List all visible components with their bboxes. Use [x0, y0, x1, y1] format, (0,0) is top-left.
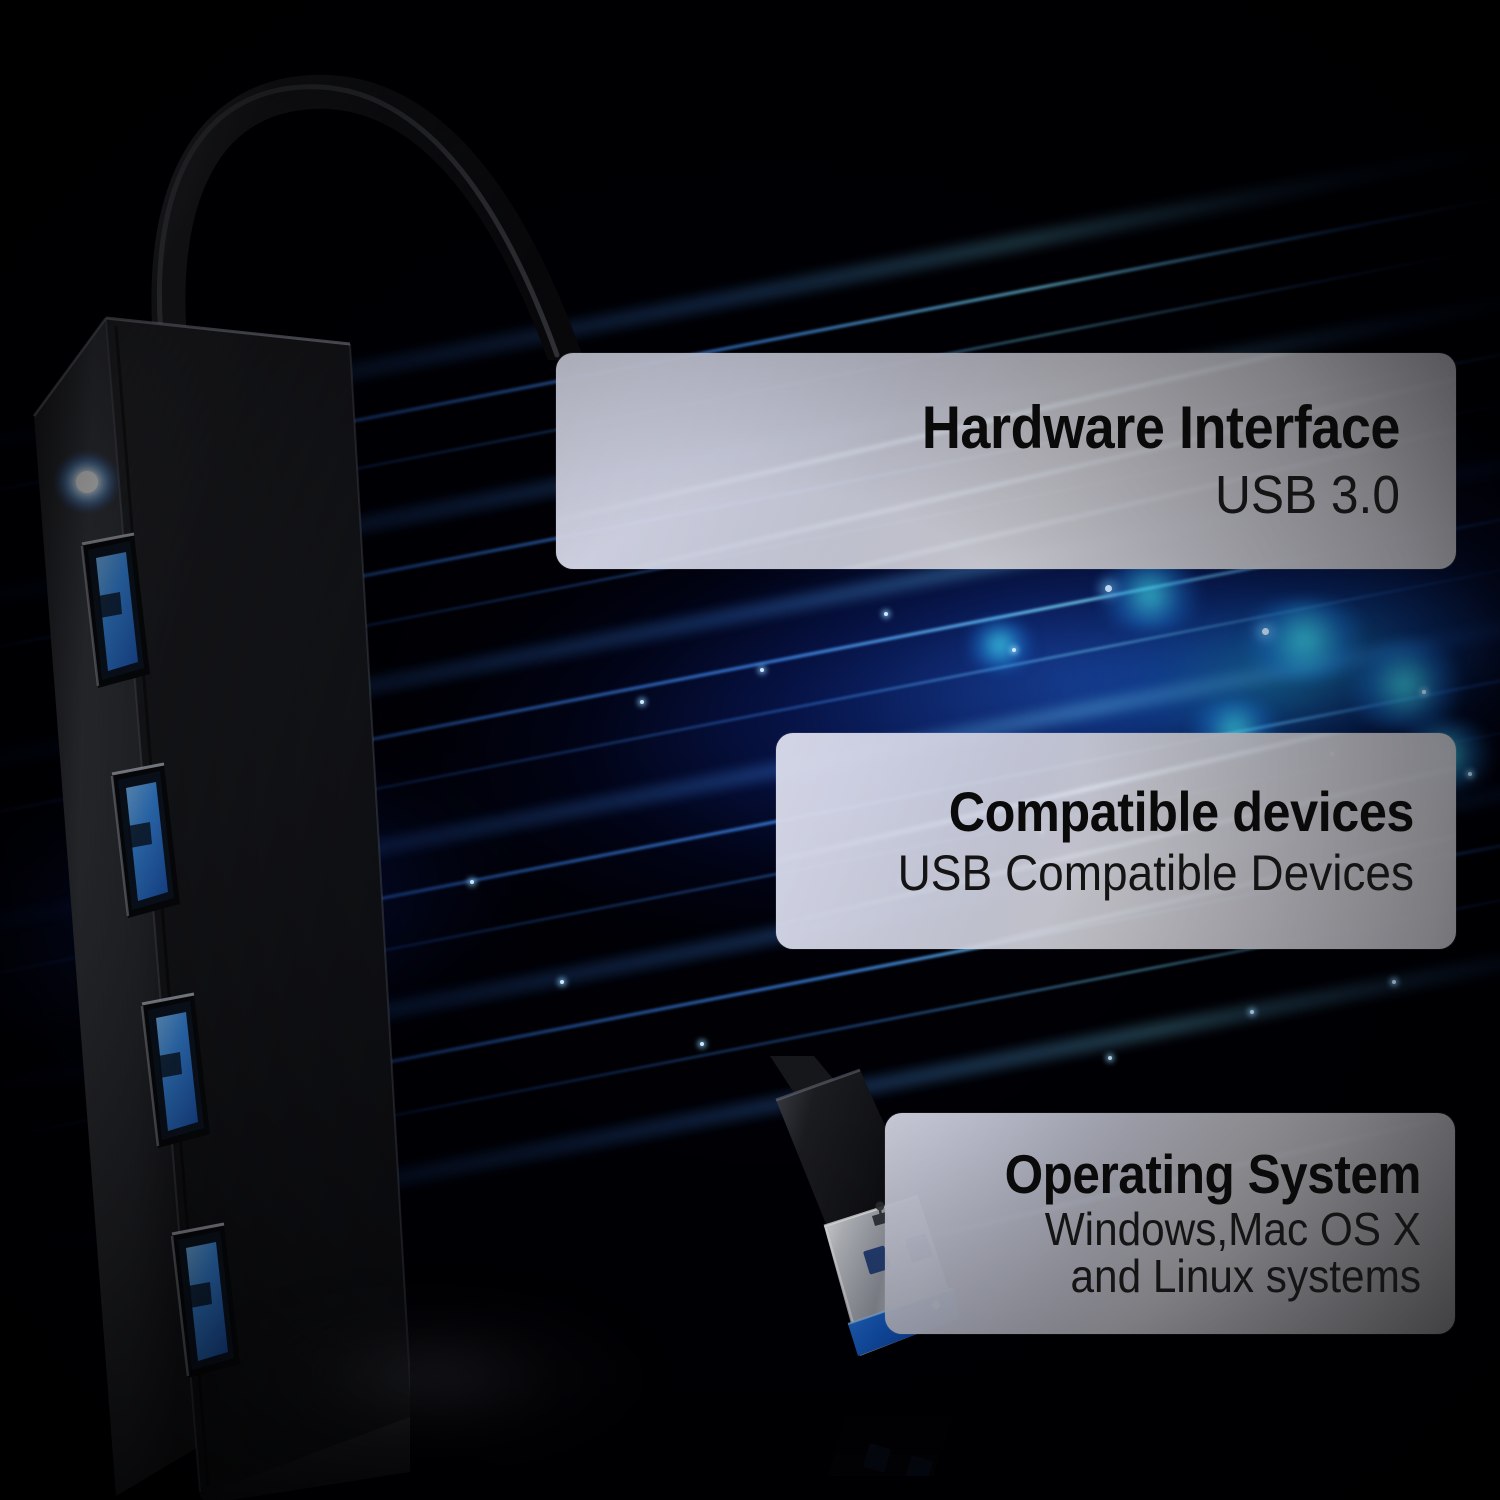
callout-subtitle: USB Compatible Devices [897, 844, 1414, 901]
callout-title: Hardware Interface [921, 394, 1401, 462]
callout-title: Operating System [1004, 1143, 1422, 1206]
callout-title: Compatible devices [948, 779, 1415, 843]
hub-reflection-shadow [150, 1290, 710, 1500]
callout-subtitle: USB 3.0 [1214, 465, 1400, 526]
callout-subtitle: Windows,Mac OS X and Linux systems [928, 1206, 1421, 1300]
callout-panel-compatible-devices: Compatible devices USB Compatible Device… [776, 733, 1456, 949]
callout-panel-operating-system: Operating System Windows,Mac OS X and Li… [885, 1113, 1455, 1334]
led-indicator [53, 449, 121, 515]
callout-subtitle-line-2: and Linux systems [1070, 1250, 1421, 1302]
callout-subtitle-line-1: Windows,Mac OS X [1044, 1203, 1421, 1256]
callout-panel-hardware-interface: Hardware Interface USB 3.0 [556, 353, 1456, 569]
